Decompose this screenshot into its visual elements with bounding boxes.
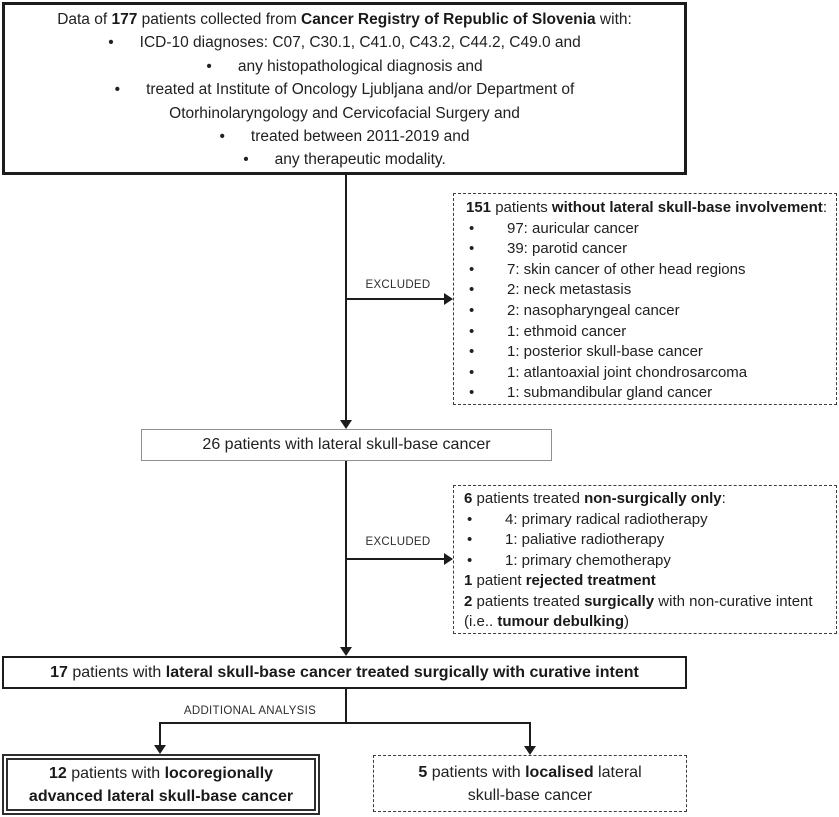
bullet-icon: • — [469, 363, 475, 381]
registry-bullet-3: •treated at Institute of Oncology Ljublj… — [13, 78, 676, 101]
excluded-box-1: 151 patients without lateral skull-base … — [453, 193, 837, 405]
arrowhead-down-icon — [340, 647, 352, 656]
excluded-box-2-surgical-line: 2 patients treated surgically with non-c… — [464, 592, 813, 610]
excluded-box-2-debulking-line: (i.e.. tumour debulking) — [464, 613, 630, 630]
bullet-icon: • — [469, 240, 475, 258]
excluded-box-2-header: 6 patients treated non-surgically only: — [464, 490, 726, 507]
connector-26-to-17 — [345, 461, 347, 647]
excluded-box-2-rejected-line: 1 patient rejected treatment — [464, 572, 656, 589]
box-5-patients: 5 patients with localised lateral skull-… — [373, 755, 687, 812]
bullet-icon: • — [206, 57, 212, 75]
excluded-box-1-header: 151 patients without lateral skull-base … — [466, 199, 827, 216]
registry-bullet-2: •any histopathological diagnosis and — [13, 55, 676, 78]
list-item: •1: atlantoaxial joint chondrosarcoma — [466, 363, 830, 384]
box-5-line-1: 5 patients with localised lateral — [418, 763, 642, 781]
bullet-icon: • — [467, 551, 473, 569]
box-17-text: 17 patients with lateral skull-base canc… — [50, 663, 639, 681]
excluded-label-1: EXCLUDED — [365, 279, 431, 291]
box-17-patients: 17 patients with lateral skull-base canc… — [2, 656, 687, 689]
connector-excluded-1 — [346, 298, 444, 300]
bullet-icon: • — [108, 34, 114, 52]
box-12-line-2: advanced lateral skull-base cancer — [28, 787, 294, 805]
list-item: •7: skin cancer of other head regions — [466, 260, 830, 281]
bullet-icon: • — [469, 281, 475, 299]
registry-bullet-1: •ICD-10 diagnoses: C07, C30.1, C41.0, C4… — [13, 31, 676, 54]
bullet-icon: • — [467, 531, 473, 548]
arrowhead-right-icon — [444, 293, 453, 305]
box-12-line-1: 12 patients with locoregionally — [48, 764, 274, 782]
bullet-icon: • — [469, 343, 475, 361]
list-item: •1: primary chemotherapy — [464, 551, 830, 572]
list-item: •39: parotid cancer — [466, 239, 830, 260]
list-item: •4: primary radical radiotherapy — [464, 510, 830, 531]
list-item: •97: auricular cancer — [466, 219, 830, 240]
registry-bullet-5: •any therapeutic modality. — [13, 148, 676, 171]
arrowhead-right-icon — [444, 553, 453, 565]
box-12-inner: 12 patients with locoregionally advanced… — [6, 758, 316, 811]
list-item: •1: paliative radiotherapy — [464, 530, 830, 551]
registry-bullet-3-continuation: Otorhinolaryngology and Cervicofacial Su… — [169, 104, 520, 122]
branch-left-line — [159, 722, 161, 745]
bullet-icon: • — [114, 81, 121, 99]
registry-line-1: Data of 177 patients collected from Canc… — [57, 11, 632, 28]
arrowhead-down-icon — [340, 420, 352, 429]
bullet-icon: • — [467, 510, 473, 528]
box-26-patients: 26 patients with lateral skull-base canc… — [141, 429, 552, 461]
arrowhead-down-icon — [154, 745, 166, 754]
connector-excluded-2 — [346, 558, 444, 560]
list-item: •2: neck metastasis — [466, 280, 830, 301]
excluded-label-2: EXCLUDED — [365, 536, 431, 548]
bullet-icon: • — [243, 151, 249, 169]
arrowhead-down-icon — [524, 746, 536, 755]
box-12-patients: 12 patients with locoregionally advanced… — [2, 754, 320, 815]
registry-criteria-box: Data of 177 patients collected from Canc… — [2, 2, 687, 175]
connector-17-to-branch — [345, 688, 347, 724]
bullet-icon: • — [469, 384, 475, 402]
list-item: •1: submandibular gland cancer — [466, 383, 830, 404]
box-5-line-2: skull-base cancer — [467, 786, 593, 804]
branch-horizontal-line — [159, 722, 531, 724]
excluded-box-2: 6 patients treated non-surgically only: … — [453, 485, 837, 634]
branch-right-line — [529, 722, 531, 746]
list-item: •1: ethmoid cancer — [466, 322, 830, 343]
bullet-icon: • — [469, 260, 475, 278]
additional-analysis-label: ADDITIONAL ANALYSIS — [183, 705, 317, 717]
list-item: •1: posterior skull-base cancer — [466, 342, 830, 363]
registry-bullet-4: •treated between 2011-2019 and — [13, 125, 676, 148]
box-26-text: 26 patients with lateral skull-base canc… — [202, 436, 491, 453]
bullet-icon: • — [469, 301, 475, 319]
bullet-icon: • — [469, 322, 475, 340]
bullet-icon: • — [469, 219, 475, 237]
list-item: •2: nasopharyngeal cancer — [466, 301, 830, 322]
bullet-icon: • — [219, 128, 225, 146]
